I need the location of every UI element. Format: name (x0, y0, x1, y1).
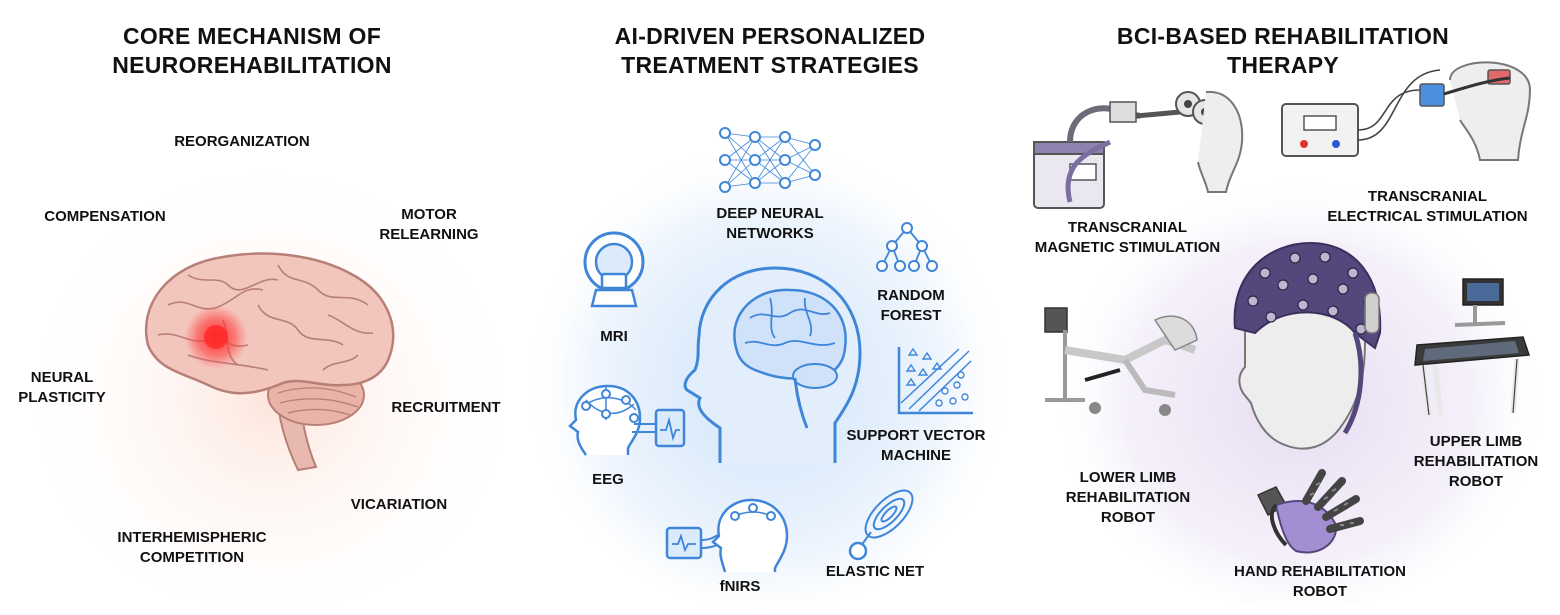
elastic-net-icon (848, 489, 914, 561)
tes-device-icon (1281, 61, 1532, 161)
label-neural-plasticity: NEURAL PLASTICITY (18, 369, 106, 406)
tms-device-icon (1033, 90, 1244, 209)
svm-plot-icon (897, 347, 973, 415)
label-support-vector-machine: SUPPORT VECTOR MACHINE (846, 427, 986, 464)
label-reorganization: REORGANIZATION (174, 133, 310, 150)
label-eeg: EEG (592, 471, 624, 488)
lower-limb-robot-icon (1044, 307, 1198, 416)
label-lower-limb-rehabilitation-robot: LOWER LIMB REHABILITATION ROBOT (1065, 469, 1191, 526)
panel2-title: AI-DRIVEN PERSONALIZED TREATMENT STRATEG… (614, 23, 926, 78)
panel-bci-therapy: BCI-BASED REHABILITATION THERAPY (1010, 0, 1560, 615)
label-upper-limb-rehabilitation-robot: UPPER LIMB REHABILITATION ROBOT (1413, 433, 1539, 490)
label-elastic-net: ELASTIC NET (825, 563, 925, 580)
mri-scanner-icon (583, 231, 645, 308)
label-vicariation: VICARIATION (350, 496, 448, 513)
random-forest-icon (876, 222, 938, 272)
label-deep-neural-networks: DEEP NEURAL NETWORKS (716, 205, 824, 242)
panel-neurorehabilitation: CORE MECHANISM OF NEUROREHABILITATION (0, 0, 530, 615)
label-transcranial-magnetic-stimulation: TRANSCRANIAL MAGNETIC STIMULATION (1034, 219, 1221, 256)
label-recruitment: RECRUITMENT (391, 399, 501, 416)
hand-robot-icon (1256, 469, 1364, 554)
label-random-forest: RANDOM FOREST (877, 287, 945, 324)
neural-network-icon (719, 127, 821, 193)
eeg-headset-icon (568, 384, 686, 456)
label-transcranial-electrical-stimulation: TRANSCRANIAL ELECTRICAL STIMULATION (1327, 188, 1528, 225)
panel3-title: BCI-BASED REHABILITATION THERAPY (1116, 23, 1450, 78)
label-compensation: COMPENSATION (44, 208, 166, 225)
brain-lesion-illustration (144, 252, 395, 472)
fnirs-head-icon (665, 498, 789, 573)
upper-limb-robot-icon (1414, 278, 1531, 416)
label-hand-rehabilitation-robot: HAND REHABILITATION ROBOT (1234, 563, 1406, 600)
eeg-cap-head-icon (1233, 241, 1382, 450)
label-motor-relearning: MOTOR RELEARNING (379, 206, 479, 243)
label-interhemispheric-competition: INTERHEMISPHERIC COMPETITION (117, 529, 267, 566)
label-fnirs: fNIRS (719, 578, 761, 595)
label-mri: MRI (600, 328, 628, 345)
panel-ai-strategies: AI-DRIVEN PERSONALIZED TREATMENT STRATEG… (518, 0, 1040, 615)
panel1-title: CORE MECHANISM OF NEUROREHABILITATION (112, 23, 392, 78)
human-head-profile-icon (683, 266, 862, 463)
